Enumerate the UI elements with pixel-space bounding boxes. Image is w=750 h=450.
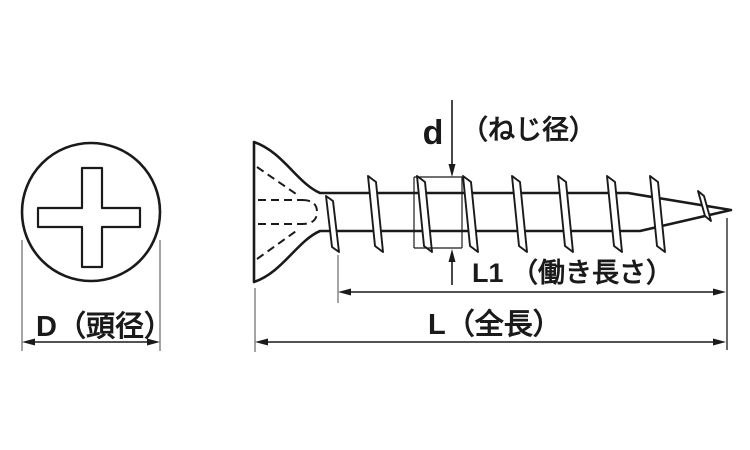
label-thread-diameter-symbol: d [423,114,444,152]
screw-body-outline [252,140,733,284]
phillips-cross-recess [36,166,142,269]
dimension-thread-diameter: d （ねじ径） [413,100,596,285]
dimension-working-length: L1 （働き長さ） [337,255,726,303]
label-thread-diameter-name: （ねじ径） [461,115,596,145]
thread-diameter-measure-box [413,176,463,249]
label-working-length: L1 （働き長さ） [472,258,673,288]
hidden-recess-dashed-lines [256,166,319,260]
thread-crests [325,175,712,253]
tip-thread-crest [697,190,712,222]
label-head-diameter: D（頭径） [36,310,173,343]
dimension-total-length: L（全長） [254,218,728,352]
screw-side-view [252,140,733,284]
dimension-head-diameter: D（頭径） [21,240,173,351]
head-front-view [20,141,162,283]
label-total-length: L（全長） [428,307,562,341]
